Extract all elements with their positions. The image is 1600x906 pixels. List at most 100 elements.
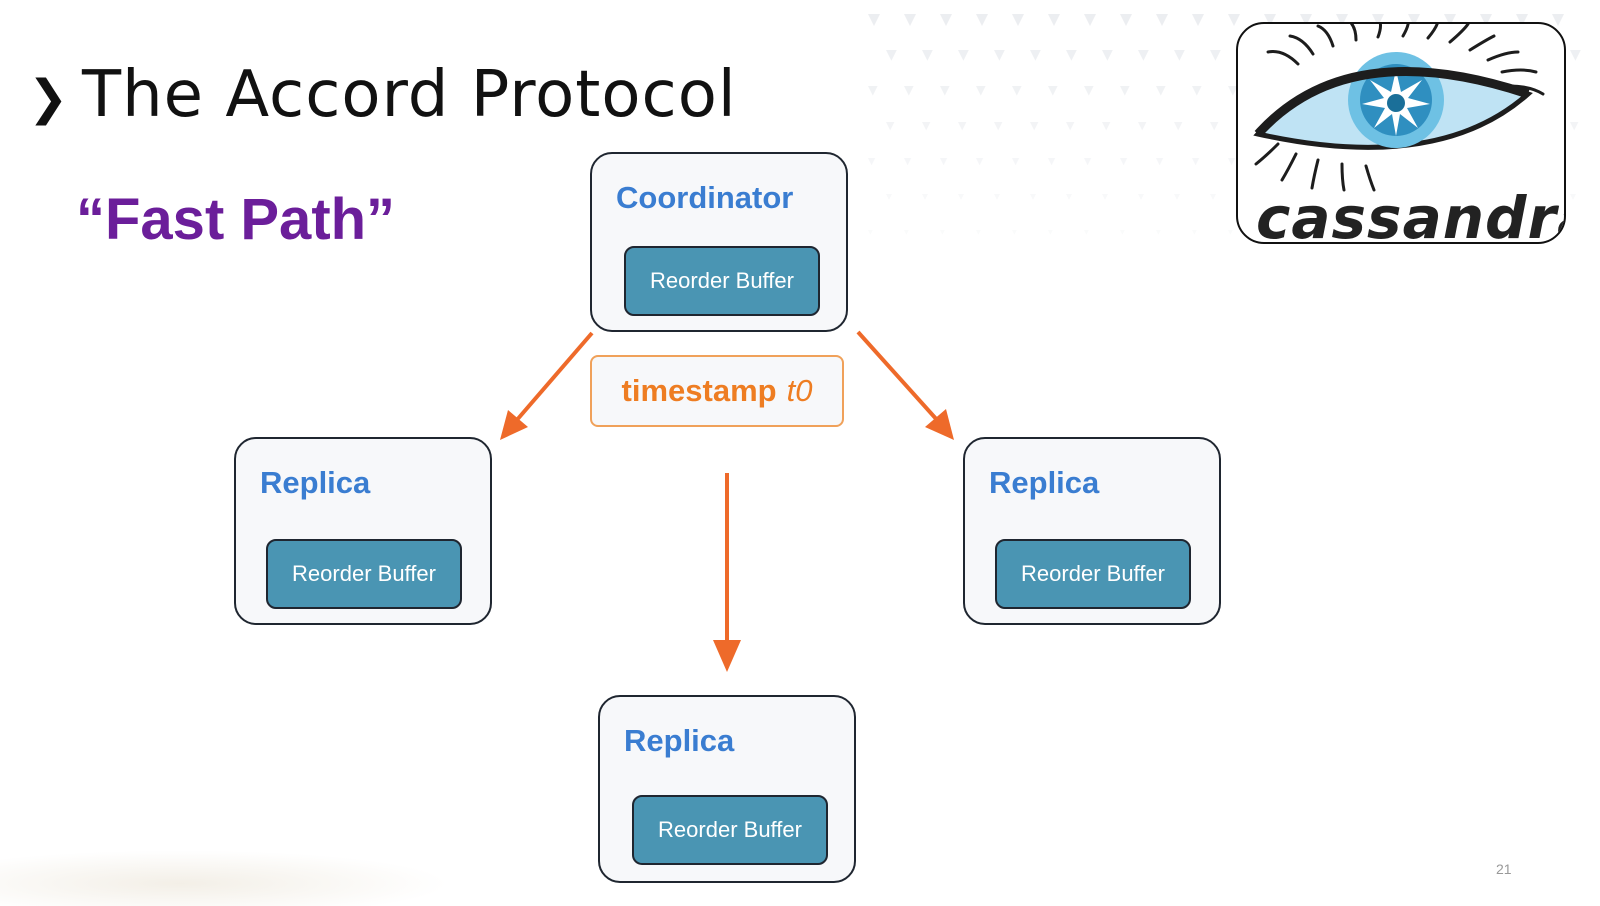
pattern-triangle <box>1012 14 1024 26</box>
pattern-triangle <box>1174 122 1183 131</box>
slide-title: The Accord Protocol <box>82 58 737 132</box>
replica-reorder-buffer: Reorder Buffer <box>266 539 462 609</box>
pattern-triangle <box>1156 230 1161 235</box>
pattern-triangle <box>940 86 950 96</box>
pattern-triangle <box>1012 230 1017 235</box>
pattern-triangle <box>994 122 1003 131</box>
pattern-triangle <box>940 158 948 166</box>
page-number: 21 <box>1496 861 1512 877</box>
coordinator-title: Coordinator <box>616 180 794 215</box>
arrow-head-left <box>500 410 528 440</box>
pattern-triangle <box>994 50 1005 61</box>
pattern-triangle <box>1120 158 1128 166</box>
timestamp-variable: t0 <box>786 373 813 408</box>
pattern-triangle <box>868 14 880 26</box>
pattern-triangle <box>1156 14 1168 26</box>
pattern-triangle <box>1030 122 1039 131</box>
pattern-triangle <box>976 230 981 235</box>
replica-title: Replica <box>989 465 1100 500</box>
pattern-triangle <box>868 230 873 235</box>
replica-reorder-buffer: Reorder Buffer <box>995 539 1191 609</box>
pattern-triangle <box>940 14 952 26</box>
timestamp-message: timestamp t0 <box>590 355 844 427</box>
pattern-triangle <box>1102 50 1113 61</box>
pattern-triangle <box>1156 86 1166 96</box>
slide-subtitle: “Fast Path” <box>76 187 396 252</box>
pattern-triangle <box>868 86 878 96</box>
pattern-triangle <box>1210 122 1219 131</box>
pattern-triangle <box>886 122 895 131</box>
bottom-decoration <box>0 850 450 906</box>
pattern-triangle <box>1120 230 1125 235</box>
pattern-triangle <box>1066 194 1072 200</box>
replica-node-left: Replica Reorder Buffer <box>234 437 492 625</box>
pattern-triangle <box>886 194 892 200</box>
pattern-triangle <box>1048 230 1053 235</box>
replica-title: Replica <box>624 723 735 758</box>
pattern-triangle <box>1156 158 1164 166</box>
pattern-triangle <box>1174 194 1180 200</box>
pattern-triangle <box>1030 194 1036 200</box>
pattern-triangle <box>1102 122 1111 131</box>
pattern-triangle <box>922 122 931 131</box>
pattern-triangle <box>1066 50 1077 61</box>
pattern-triangle <box>868 158 876 166</box>
replica-node-bottom: Replica Reorder Buffer <box>598 695 856 883</box>
timestamp-label: timestamp <box>621 373 777 408</box>
pattern-triangle <box>940 230 945 235</box>
coordinator-reorder-buffer: Reorder Buffer <box>624 246 820 316</box>
arrow-head-right <box>925 409 954 440</box>
pattern-triangle <box>904 158 912 166</box>
pattern-triangle <box>1570 194 1576 200</box>
pattern-triangle <box>1228 158 1236 166</box>
cassandra-eye-icon <box>1253 24 1545 192</box>
pattern-triangle <box>976 86 986 96</box>
title-chevron-icon: ❯ <box>28 70 69 126</box>
pattern-triangle <box>1138 50 1149 61</box>
pattern-triangle <box>1174 50 1185 61</box>
pattern-triangle <box>1084 230 1089 235</box>
pattern-triangle <box>958 194 964 200</box>
pattern-triangle <box>994 194 1000 200</box>
pattern-triangle <box>1570 122 1579 131</box>
pattern-triangle <box>1066 122 1075 131</box>
pattern-triangle <box>1192 230 1197 235</box>
pattern-triangle <box>1048 14 1060 26</box>
pattern-triangle <box>1120 86 1130 96</box>
pattern-triangle <box>958 122 967 131</box>
cassandra-logo: cassandra <box>1236 22 1566 244</box>
pattern-triangle <box>976 14 988 26</box>
cassandra-wordmark: cassandra <box>1256 184 1566 244</box>
pattern-triangle <box>904 14 916 26</box>
pattern-triangle <box>1210 194 1216 200</box>
pattern-triangle <box>1192 86 1202 96</box>
pattern-triangle <box>958 50 969 61</box>
pattern-triangle <box>1084 86 1094 96</box>
pattern-triangle <box>1210 50 1221 61</box>
pattern-triangle <box>922 194 928 200</box>
pattern-triangle <box>1138 122 1147 131</box>
replica-title: Replica <box>260 465 371 500</box>
pattern-triangle <box>1120 14 1132 26</box>
pattern-triangle <box>1012 86 1022 96</box>
pattern-triangle <box>976 158 984 166</box>
pattern-triangle <box>1048 86 1058 96</box>
pattern-triangle <box>922 50 933 61</box>
pattern-triangle <box>1570 50 1581 61</box>
arrow-to-left-replica <box>514 331 594 423</box>
arrow-to-right-replica <box>856 330 940 423</box>
pattern-triangle <box>1102 194 1108 200</box>
pattern-triangle <box>904 86 914 96</box>
replica-node-right: Replica Reorder Buffer <box>963 437 1221 625</box>
pattern-triangle <box>904 230 909 235</box>
arrow-head-bottom <box>713 640 741 672</box>
pattern-triangle <box>1138 194 1144 200</box>
pattern-triangle <box>1048 158 1056 166</box>
coordinator-node: Coordinator Reorder Buffer <box>590 152 848 332</box>
pattern-triangle <box>1192 14 1204 26</box>
pattern-triangle <box>1084 14 1096 26</box>
pattern-triangle <box>1084 158 1092 166</box>
pattern-triangle <box>1192 158 1200 166</box>
pattern-triangle <box>1012 158 1020 166</box>
pattern-triangle <box>1228 230 1233 235</box>
